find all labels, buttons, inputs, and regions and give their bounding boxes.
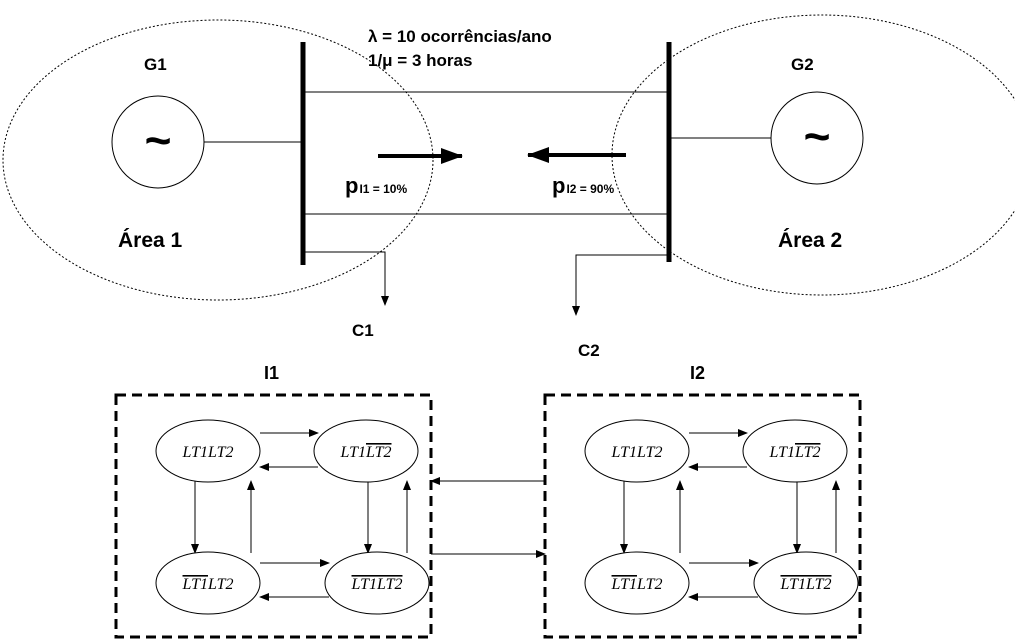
area-1-label: Área 1 bbox=[118, 229, 183, 252]
i2-state-up-up-node bbox=[584, 419, 690, 483]
i1-state-down-down-text: LT1LT2 bbox=[351, 576, 403, 593]
failure-rate-label: λ = 10 ocorrências/ano bbox=[368, 27, 552, 46]
i1-state-up-down-text: LT1LT2 bbox=[340, 444, 392, 461]
i2-state-up-up-text: LT1LT2 bbox=[611, 444, 663, 461]
island-i1-box bbox=[114, 393, 433, 639]
i2-state-down-down-text: LT1LT2 bbox=[780, 576, 832, 593]
i2-state-up-down-node bbox=[742, 419, 848, 483]
load-c1-label: C1 bbox=[352, 321, 374, 340]
generator-g1-label: G1 bbox=[144, 55, 167, 74]
i1-state-up-up-node bbox=[155, 419, 261, 483]
i1-state-down-up-node bbox=[155, 551, 261, 615]
i2-state-down-up-node bbox=[584, 551, 690, 615]
generator-g2-label: G2 bbox=[791, 55, 814, 74]
probability-p2-label: pI2 = 90% bbox=[552, 173, 614, 198]
island-i2-label: I2 bbox=[690, 363, 705, 383]
i2-state-down-down-node bbox=[753, 551, 859, 615]
generator-g1-tilde: ~ bbox=[145, 114, 172, 166]
i1-state-down-down-node bbox=[324, 551, 430, 615]
repair-time-label: 1/μ = 3 horas bbox=[368, 51, 472, 70]
area-2-boundary bbox=[611, 14, 1015, 296]
i1-state-up-up-text: LT1LT2 bbox=[182, 444, 234, 461]
load-c1-connector bbox=[303, 251, 389, 306]
probability-p2-sub: I2 = 90% bbox=[566, 182, 614, 196]
generator-g2-tilde: ~ bbox=[804, 110, 831, 162]
i1-state-down-up-text: LT1LT2 bbox=[182, 576, 234, 593]
i2-state-up-down-text: LT1LT2 bbox=[769, 444, 821, 461]
load-c2-connector bbox=[572, 254, 669, 316]
i1-state-up-down-node bbox=[313, 419, 419, 483]
probability-p1-main: p bbox=[345, 173, 358, 198]
area-1-boundary bbox=[2, 19, 434, 301]
island-i2-box bbox=[543, 393, 862, 639]
island-i1-label: I1 bbox=[264, 363, 279, 383]
probability-p1-label: pI1 = 10% bbox=[345, 173, 407, 198]
probability-p2-main: p bbox=[552, 173, 565, 198]
i2-state-down-up-text: LT1LT2 bbox=[611, 576, 663, 593]
load-c2-label: C2 bbox=[578, 341, 600, 360]
probability-p1-sub: I1 = 10% bbox=[359, 182, 407, 196]
area-2-label: Área 2 bbox=[778, 229, 842, 252]
